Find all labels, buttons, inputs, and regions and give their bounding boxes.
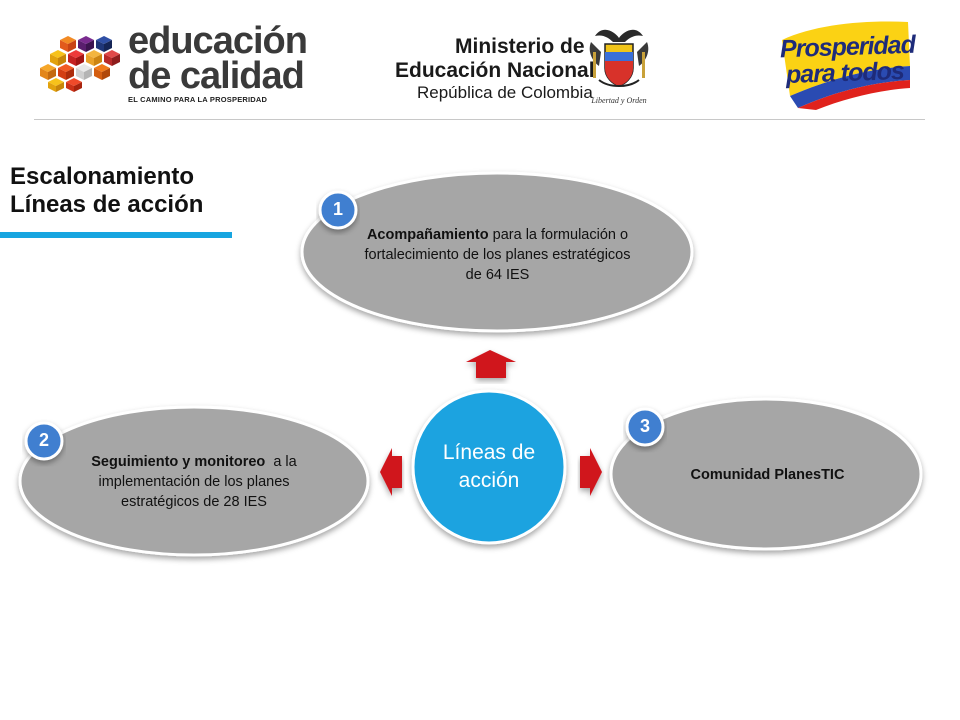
arrow-left-icon xyxy=(380,448,402,496)
badge-2-number: 2 xyxy=(38,430,49,450)
node-2-text: Seguimiento y monitoreo a la implementac… xyxy=(66,452,322,512)
cubes-logo-icon xyxy=(40,36,120,92)
node-3-bold: Comunidad PlanesTIC xyxy=(690,467,845,483)
badge-2-circle xyxy=(24,421,64,461)
center-label-line1: Líneas de xyxy=(442,441,536,464)
title-underline-bar xyxy=(0,232,232,238)
node-2-rest: a la implementación de los planes estrat… xyxy=(98,454,301,510)
logo-line1: educación xyxy=(128,20,308,62)
colombia-flag-swoosh-icon xyxy=(782,21,910,110)
badge-3-circle xyxy=(625,407,665,447)
center-circle xyxy=(411,389,567,545)
node-1-rest: para la formulación o fortalecimiento de… xyxy=(364,227,631,283)
arrow-up-icon xyxy=(466,350,516,378)
badge-3-number: 3 xyxy=(639,416,650,436)
node-2-ellipse xyxy=(18,405,370,557)
node-1-bold: Acompañamiento xyxy=(366,227,489,243)
header: educación de calidad EL CAMINO PARA LA P… xyxy=(0,0,960,118)
ministry-line3: República de Colombia xyxy=(417,83,593,102)
center-label-line2: acción xyxy=(458,469,520,492)
ministry-line2: Educación Nacional xyxy=(395,59,595,82)
logo-line2: de calidad xyxy=(128,55,305,97)
node-2-bold: Seguimiento y monitoreo xyxy=(91,454,266,470)
node-3-ellipse xyxy=(609,397,923,551)
badge-1-circle xyxy=(318,190,358,230)
node-1-ellipse xyxy=(300,171,694,333)
arrow-right-icon xyxy=(580,448,602,496)
ministry-motto: Libertad y Orden xyxy=(591,96,647,105)
center-label: Líneas de acción xyxy=(419,439,559,495)
slide-title-line2: Líneas de acción xyxy=(10,191,204,218)
node-1-text: Acompañamiento para la formulación o for… xyxy=(355,225,640,285)
ministry-line1: Ministerio de xyxy=(455,35,585,58)
header-divider xyxy=(34,119,925,120)
slide-title-line1: Escalonamiento xyxy=(10,163,195,190)
ministry-text: Ministerio de Educación Nacional Repúbli… xyxy=(395,35,595,103)
logo-tagline: EL CAMINO PARA LA PROSPERIDAD xyxy=(128,95,268,104)
slide-title: Escalonamiento Líneas de acción xyxy=(10,163,203,219)
coat-of-arms-icon xyxy=(589,29,649,87)
education-logo-text: educación de calidad EL CAMINO PARA LA P… xyxy=(128,20,308,104)
node-3-text: Comunidad PlanesTIC xyxy=(640,465,895,485)
badge-1-number: 1 xyxy=(332,199,343,219)
